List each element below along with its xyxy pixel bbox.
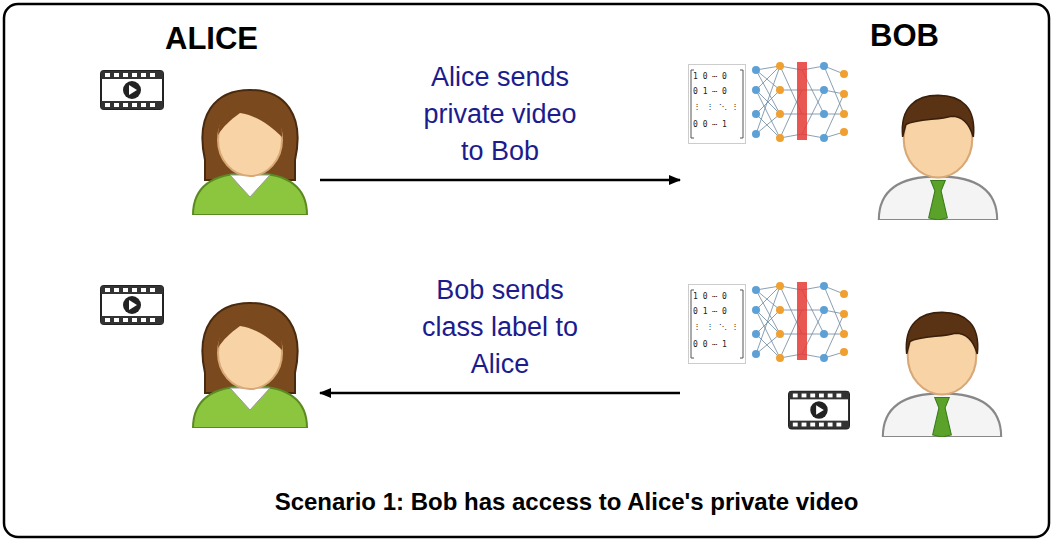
matrix-entry: 1 0 ⋯ 0 xyxy=(693,72,727,81)
person-column: BOB xyxy=(680,10,1035,450)
bob-figure xyxy=(883,312,1001,437)
person-name: BOB xyxy=(870,18,939,54)
outer-frame xyxy=(4,4,1049,537)
network-icon xyxy=(752,62,848,142)
bob-figure xyxy=(879,95,997,220)
arrow-label: Bob sends class label to Alice xyxy=(408,272,593,383)
matrix-entry: ⋮ ⋮ ⋱ ⋮ xyxy=(693,322,739,331)
matrix-entry: 0 1 ⋯ 0 xyxy=(693,307,727,316)
matrix-entry: 1 0 ⋯ 0 xyxy=(693,292,727,301)
video-icon xyxy=(789,392,849,429)
arrow-label: Alice sends private video to Bob xyxy=(413,59,588,170)
scenario-caption: Scenario 1: Bob has access to Alice's pr… xyxy=(275,488,859,516)
matrix-entry: 0 0 ⋯ 1 xyxy=(693,340,727,349)
matrix-entry: 0 1 ⋯ 0 xyxy=(693,87,727,96)
arrow-connector xyxy=(320,392,680,395)
video-icon xyxy=(101,286,163,324)
person-name: ALICE xyxy=(165,21,258,57)
arrow-connector xyxy=(320,179,680,182)
network-icon xyxy=(752,282,848,362)
alice-figure xyxy=(193,90,307,215)
matrix-entry: ⋮ ⋮ ⋱ ⋮ xyxy=(693,102,739,111)
video-icon xyxy=(101,71,163,109)
alice-figure xyxy=(193,303,307,428)
person-column: ALICE xyxy=(95,15,320,445)
matrix-icon xyxy=(689,285,746,364)
matrix-entry: 0 0 ⋯ 1 xyxy=(693,120,727,129)
matrix-icon xyxy=(689,65,746,144)
